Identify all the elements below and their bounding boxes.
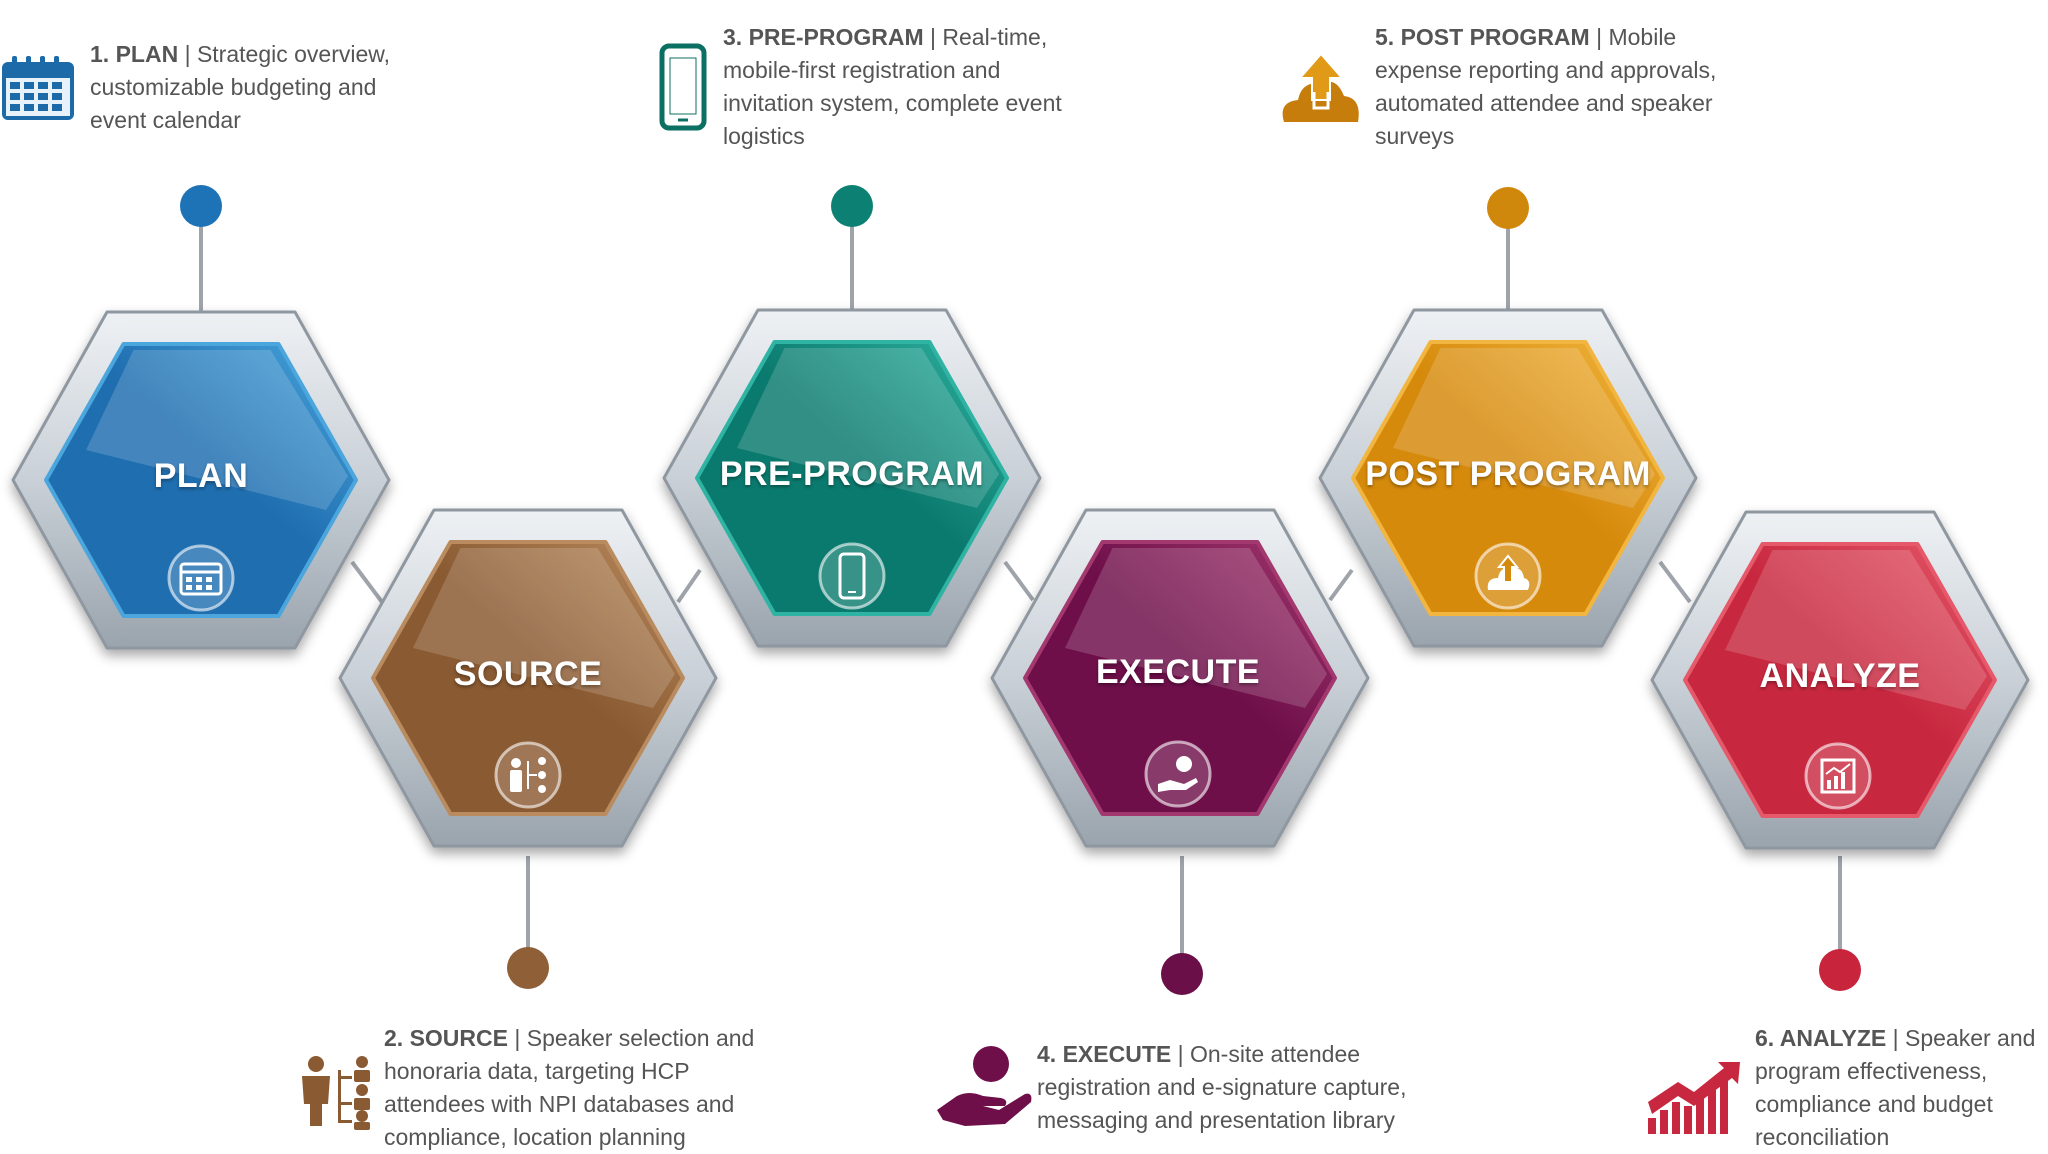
connector-execute-postprogram	[1328, 568, 1354, 602]
desc-execute-text: On-site attendee registration and e-sign…	[1037, 1041, 1407, 1133]
desc-preprogram: 3. PRE-PROGRAM | Real-time, mobile-first…	[723, 21, 1063, 153]
hexagon-gloss-analyze	[1725, 550, 1987, 710]
hex-label-preprogram: PRE-PROGRAM	[719, 455, 985, 493]
desc-preprogram-text: Real-time, mobile-first registration and…	[723, 24, 1062, 149]
hexagon-plan	[11, 310, 391, 650]
hexagon-gloss-postprogram	[1393, 348, 1655, 508]
desc-source-title: 2. SOURCE	[384, 1025, 508, 1051]
plan-side-calendar-icon	[2, 56, 74, 120]
hexagon-core-preprogram	[695, 340, 1009, 616]
desc-analyze-text: Speaker and program effectiveness, compl…	[1755, 1025, 2036, 1150]
desc-postprogram-title: 5. POST PROGRAM	[1375, 24, 1590, 50]
pin-preprogram	[831, 185, 873, 227]
pin-postprogram	[1487, 187, 1529, 229]
hexagon-gloss-source	[413, 548, 675, 708]
desc-plan-title: 1. PLAN	[90, 41, 179, 67]
connector-source-preprogram	[676, 568, 702, 604]
calendar-icon	[167, 544, 235, 612]
hexagon-core-analyze	[1683, 542, 1997, 818]
desc-preprogram-separator: |	[930, 24, 937, 50]
desc-execute-title: 4. EXECUTE	[1037, 1041, 1172, 1067]
org-chart-icon	[494, 741, 562, 809]
desc-analyze-title: 6. ANALYZE	[1755, 1025, 1887, 1051]
desc-postprogram-text: Mobile expense reporting and approvals, …	[1375, 24, 1717, 149]
desc-plan-separator: |	[184, 41, 191, 67]
hexagon-core-execute	[1023, 540, 1337, 816]
hex-label-plan: PLAN	[153, 457, 249, 495]
hex-label-source: SOURCE	[453, 655, 603, 693]
hex-label-postprogram: POST PROGRAM	[1365, 455, 1651, 493]
hexagon-preprogram	[662, 308, 1042, 648]
pin-plan	[180, 185, 222, 227]
smartphone-icon	[818, 542, 886, 610]
hexagon-core-plan	[44, 342, 358, 618]
pin-source	[507, 947, 549, 989]
desc-postprogram-separator: |	[1596, 24, 1603, 50]
preprogram-side-phone-icon	[659, 43, 707, 131]
cloud-upload-icon	[1474, 542, 1542, 610]
desc-postprogram: 5. POST PROGRAM | Mobile expense reporti…	[1375, 21, 1755, 153]
hexagon-gloss-plan	[86, 350, 348, 510]
hex-label-analyze: ANALYZE	[1759, 657, 1921, 695]
hexagon-gloss-execute	[1065, 548, 1327, 708]
hexagon-postprogram	[1318, 308, 1698, 648]
execute-side-hand-icon	[937, 1046, 1032, 1126]
desc-analyze: 6. ANALYZE | Speaker and program effecti…	[1755, 1022, 2045, 1154]
hexagon-analyze	[1650, 510, 2030, 850]
pin-analyze	[1819, 949, 1861, 991]
connector-preprogram-execute	[1003, 560, 1035, 602]
hexagon-source	[338, 508, 718, 848]
connector-plan-source	[350, 560, 384, 604]
desc-plan: 1. PLAN | Strategic overview, customizab…	[90, 38, 420, 137]
hexagon-execute	[990, 508, 1370, 848]
postprogram-side-upload-icon	[1282, 52, 1359, 122]
pin-execute	[1161, 953, 1203, 995]
desc-source-text: Speaker selection and honoraria data, ta…	[384, 1025, 755, 1150]
hexagon-gloss-preprogram	[737, 348, 999, 508]
desc-execute: 4. EXECUTE | On-site attendee registrati…	[1037, 1038, 1447, 1137]
desc-source: 2. SOURCE | Speaker selection and honora…	[384, 1022, 774, 1154]
hex-label-execute: EXECUTE	[1095, 653, 1261, 691]
connector-postprogram-analyze	[1658, 560, 1692, 604]
source-side-org-icon	[302, 1056, 370, 1130]
desc-source-separator: |	[514, 1025, 521, 1051]
analyze-side-chart-icon	[1648, 1062, 1740, 1134]
desc-analyze-separator: |	[1892, 1025, 1899, 1051]
desc-execute-separator: |	[1177, 1041, 1184, 1067]
hand-person-icon	[1144, 740, 1212, 808]
desc-plan-text: Strategic overview, customizable budgeti…	[90, 41, 390, 133]
hexagon-core-source	[371, 540, 685, 816]
desc-preprogram-title: 3. PRE-PROGRAM	[723, 24, 924, 50]
growth-chart-icon	[1804, 742, 1872, 810]
hexagon-core-postprogram	[1351, 340, 1665, 616]
